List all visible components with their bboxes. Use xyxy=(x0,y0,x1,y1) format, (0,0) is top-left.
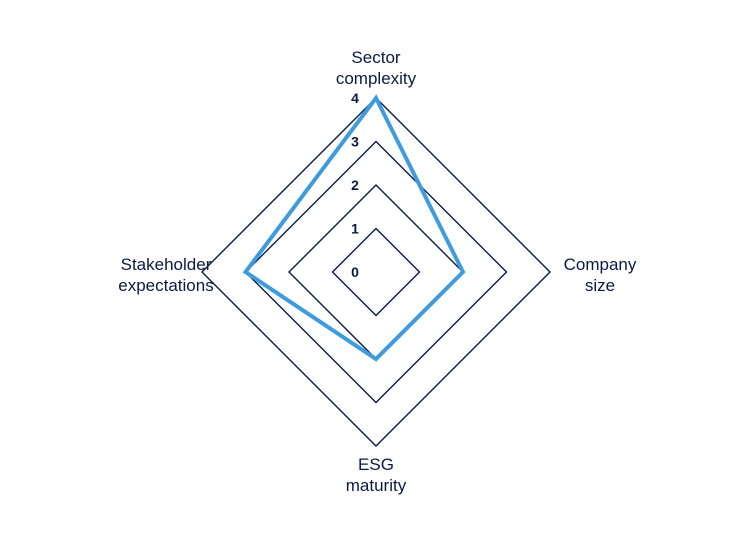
series-0-line xyxy=(242,94,466,362)
axis-label-bottom: ESG maturity xyxy=(346,455,407,495)
tick-label-0: 0 xyxy=(351,264,359,280)
grid-ring-3 xyxy=(244,140,508,404)
axis-label-right-line-1: size xyxy=(585,276,615,295)
axis-label-right: Company size xyxy=(564,255,637,295)
tick-label-3: 3 xyxy=(351,134,359,150)
grid-ring-1 xyxy=(331,227,421,317)
tick-label-2: 2 xyxy=(351,177,359,193)
axis-label-top-line-1: complexity xyxy=(336,69,417,88)
axis-label-left: Stakeholder expectations xyxy=(118,255,213,295)
grid-ring-2 xyxy=(288,184,464,360)
axis-label-bottom-line-0: ESG xyxy=(358,455,394,474)
axis-label-left-line-0: Stakeholder xyxy=(121,255,212,274)
axis-label-right-line-0: Company xyxy=(564,255,637,274)
axis-label-bottom-line-1: maturity xyxy=(346,476,407,495)
tick-label-1: 1 xyxy=(351,221,359,237)
axis-label-top-line-0: Sector xyxy=(351,48,400,67)
axis-label-top: Sector complexity xyxy=(336,48,417,88)
tick-label-layer: 0 1 2 3 4 xyxy=(351,90,359,280)
tick-label-4: 4 xyxy=(351,90,359,106)
series-layer xyxy=(242,94,466,362)
grid-ring-4 xyxy=(201,97,551,447)
grid-layer xyxy=(201,97,551,447)
axis-label-left-line-1: expectations xyxy=(118,276,213,295)
